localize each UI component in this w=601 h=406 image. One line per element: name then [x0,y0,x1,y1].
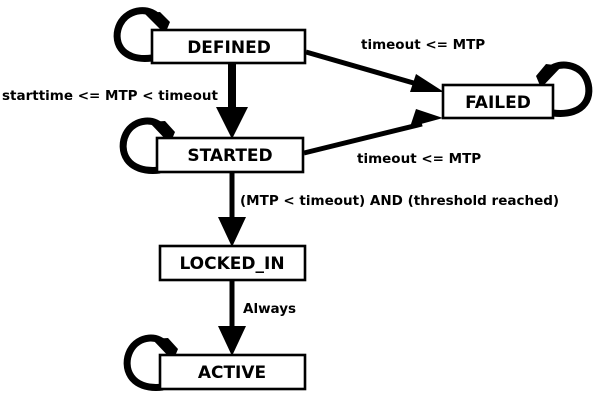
edge-label-started-to-locked-in: (MTP < timeout) AND (threshold reached) [240,193,559,209]
state-node-active[interactable]: ACTIVE [158,353,307,391]
state-box-started[interactable] [155,136,305,174]
edge-label-defined-to-failed: timeout <= MTP [361,37,485,53]
state-label-started: STARTED [187,146,272,166]
state-node-defined[interactable]: DEFINED [150,28,307,65]
started-to-locked-in-arrowhead [218,217,246,247]
transition-failed-self [536,61,593,117]
defined-to-failed-arrowhead [410,74,444,92]
started-to-failed-arrowhead [410,109,443,127]
state-label-active: ACTIVE [198,363,266,383]
transition-defined-self [113,7,170,62]
state-label-failed: FAILED [465,93,531,113]
defined-to-failed-line [305,49,425,89]
state-node-started[interactable]: STARTED [155,136,305,174]
locked-in-to-active-arrowhead [218,326,246,356]
defined-to-started-arrowhead [216,107,248,139]
state-box-failed[interactable] [441,83,555,120]
state-label-locked-in: LOCKED_IN [179,254,284,274]
state-node-locked-in[interactable]: LOCKED_IN [158,244,307,282]
transition-started-to-locked-in [218,172,246,247]
transition-defined-to-started [216,63,248,139]
defined-self-loop-path [113,7,164,62]
state-box-locked-in[interactable] [158,244,307,282]
transition-started-to-failed [303,109,443,156]
started-to-failed-line [303,121,423,156]
state-label-defined: DEFINED [187,38,271,58]
transition-locked-in-to-active [218,280,246,356]
defined-self-arrowhead [144,12,170,34]
state-box-defined[interactable] [150,28,307,65]
failed-self-arrowhead [536,64,562,88]
edge-label-defined-self: starttime <= MTP < timeout [2,88,218,104]
transition-defined-to-failed [305,49,444,92]
state-box-active[interactable] [158,353,307,391]
edge-label-locked-in-to-active: Always [243,301,296,317]
state-node-failed[interactable]: FAILED [441,83,555,120]
edge-label-started-to-failed: timeout <= MTP [357,151,481,167]
